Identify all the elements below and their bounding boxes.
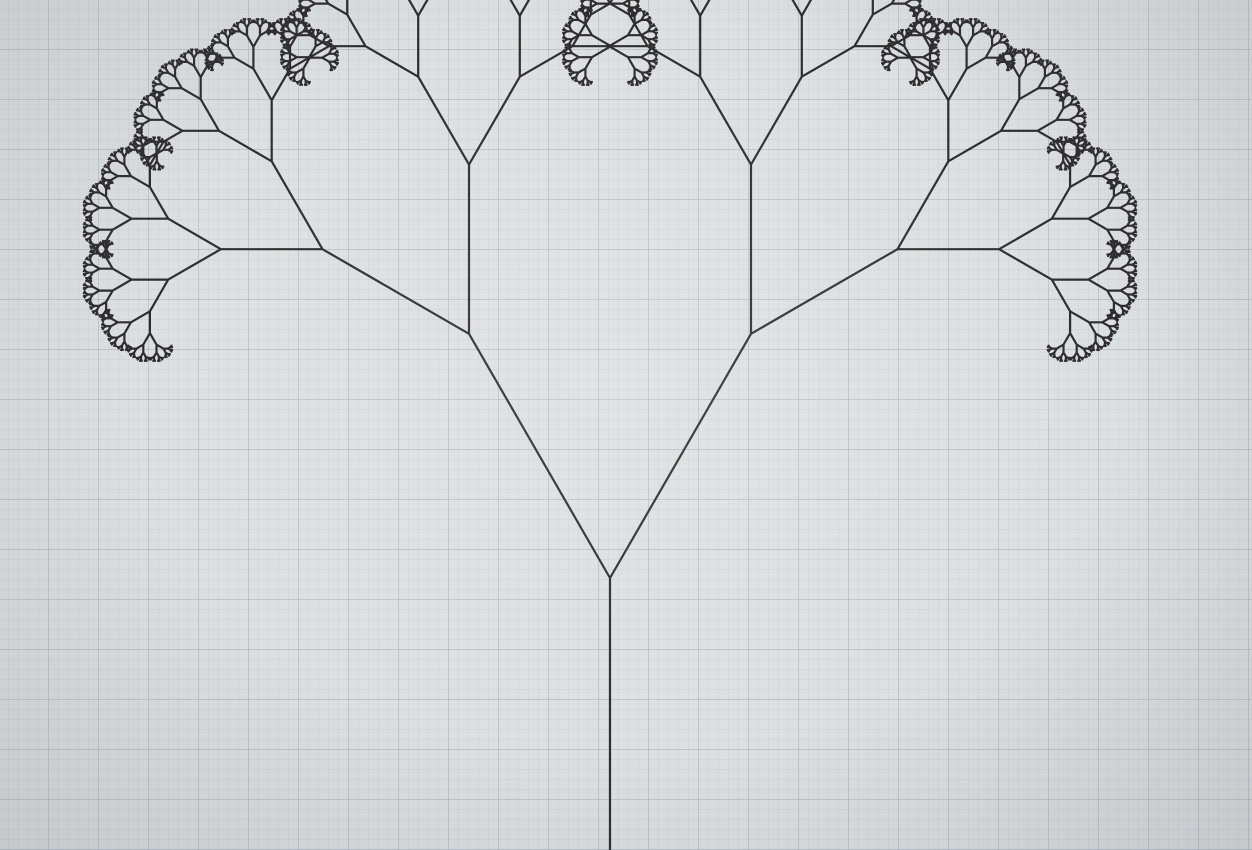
tree-branches	[82, 0, 1138, 850]
